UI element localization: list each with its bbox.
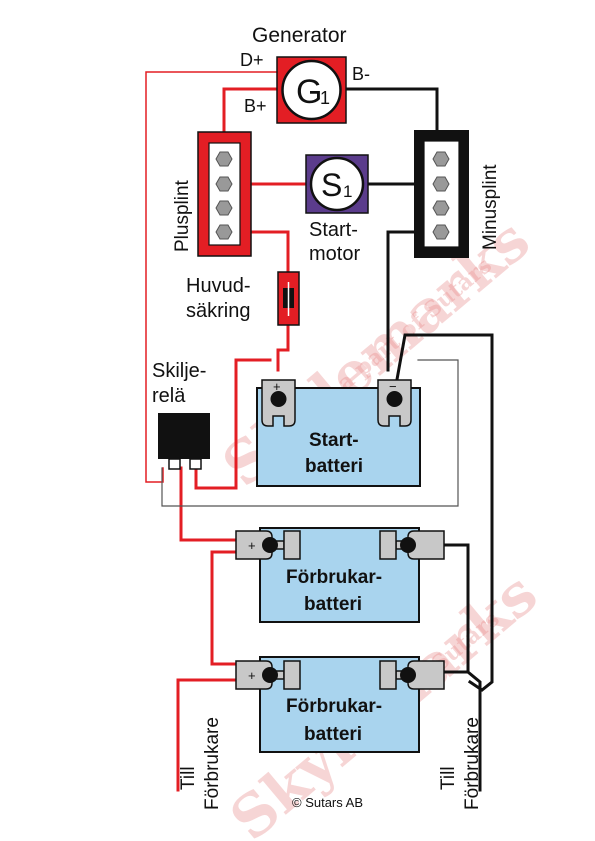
minusplint-screw [432, 224, 450, 240]
wire-consumer-minus [465, 669, 482, 792]
plusplint-screw [215, 176, 233, 192]
wire-b-minus [344, 87, 439, 140]
starter-motor: S 1 [305, 154, 369, 214]
wire-service1-service2-plus [210, 550, 244, 666]
service-battery-2-minus-clamp [379, 660, 397, 690]
service-battery-1-label-line2: batteri [304, 594, 362, 615]
till-forbrukare-left-line2: Förbrukare [202, 717, 223, 810]
plusplint-label: Plusplint [172, 179, 193, 252]
minusplint-label: Minusplint [480, 164, 501, 250]
service-battery-2-label-line1: Förbrukar- [286, 696, 382, 717]
relay-body [158, 413, 210, 459]
minusplint-terminal-block [414, 130, 469, 258]
minusplint-screw [432, 151, 450, 167]
huvudsakring-label-line2: säkring [186, 300, 250, 322]
start-battery-plus-sign: + [273, 379, 281, 394]
startmotor-label-line2: motor [309, 243, 360, 265]
startmotor-label-line1: Start- [309, 219, 358, 241]
wire-thin-loop [161, 359, 459, 507]
wire-service2-consumer-plus [176, 678, 244, 792]
service-battery-1-minus-post [400, 537, 416, 553]
minusplint-screw [432, 200, 450, 216]
service-battery-1-label-line1: Förbrukar- [286, 567, 382, 588]
huvudsakring-label-line1: Huvud- [186, 275, 250, 297]
plusplint-screw [215, 151, 233, 167]
copyright: © Sutars AB [292, 795, 363, 810]
positive-wires [145, 71, 308, 792]
relay-pin-right [189, 458, 202, 470]
start-battery-plus-post [270, 391, 287, 407]
plusplint-terminal-block [197, 131, 252, 257]
start-battery-label-line2: batteri [305, 456, 363, 477]
generator: G 1 [276, 56, 347, 124]
skiljerela-label-line2: relä [152, 385, 186, 407]
service-battery-1-minus-clamp [379, 530, 397, 560]
wire-relay-service1 [179, 466, 244, 542]
starter-s-subscript: 1 [343, 182, 352, 201]
wire-d-plus [145, 71, 278, 483]
service-battery-1: + Förbrukar- batteri [235, 527, 445, 623]
generator-label: Generator [252, 24, 347, 47]
wire-plusplint-fuse [234, 230, 290, 274]
minusplint-screw [432, 176, 450, 192]
plusplint-screw [215, 200, 233, 216]
generator-g-subscript: 1 [320, 88, 330, 108]
service-battery-2-minus-post [400, 667, 416, 683]
start-battery-minus-sign: − [389, 379, 397, 394]
start-battery: + − Start- batteri [256, 379, 421, 487]
d-plus-label: D+ [240, 50, 264, 70]
b-plus-label: B+ [244, 96, 267, 116]
service-battery-1-plus-clamp [283, 530, 301, 560]
skiljerela-label-line1: Skilje- [152, 360, 206, 382]
service-battery-2-label-line2: batteri [304, 724, 362, 745]
wire-fuse-battery [276, 323, 290, 372]
starter-s-symbol: S [321, 167, 342, 203]
service-battery-2: + Förbrukar- batteri [235, 656, 445, 753]
wire-startbat-relay [194, 358, 272, 490]
service-battery-2-plus-post [262, 667, 278, 683]
wire-service1-minus [428, 543, 470, 674]
relay-pin-left [168, 458, 181, 470]
b-minus-label: B- [352, 64, 370, 84]
service-battery-1-plus-post [262, 537, 278, 553]
plusplint-screw [215, 224, 233, 240]
generator-g-symbol: G [296, 73, 322, 111]
isolation-relay [158, 413, 210, 470]
start-battery-label-line1: Start- [309, 430, 359, 451]
generator-circle [281, 59, 342, 121]
till-forbrukare-right-line1: Till [438, 766, 459, 790]
starter-circle [309, 156, 365, 212]
till-forbrukare-right-line2: Förbrukare [462, 717, 483, 810]
wire-b-plus [222, 87, 279, 142]
service-battery-2-plus-clamp [283, 660, 301, 690]
main-fuse [277, 271, 300, 326]
start-battery-minus-post [386, 391, 403, 407]
till-forbrukare-left-line1: Till [178, 766, 199, 790]
service-battery-1-plus-sign: + [248, 538, 256, 553]
service-battery-2-plus-sign: + [248, 668, 256, 683]
